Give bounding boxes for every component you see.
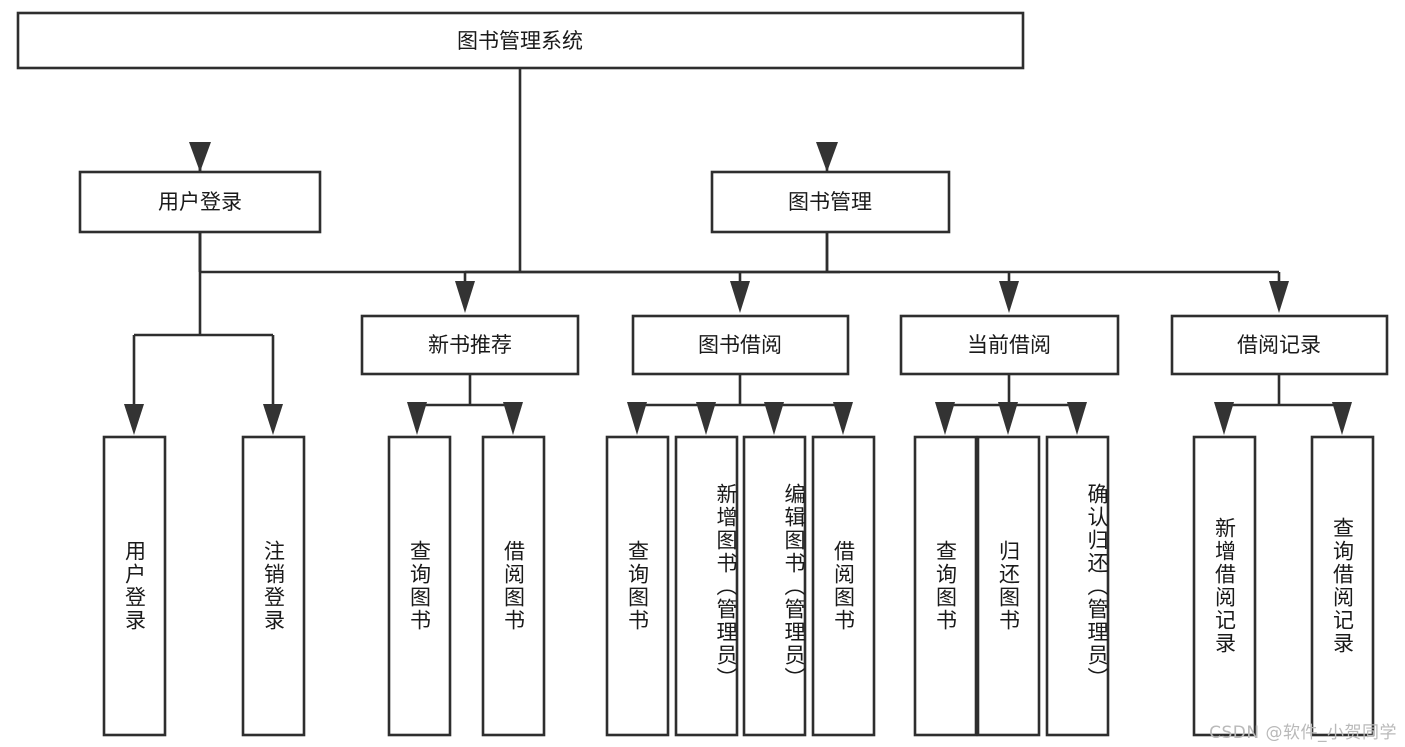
leaf-box-new-book-2[interactable] <box>481 435 546 737</box>
connectors-borrow-record-children <box>1214 375 1352 435</box>
leaf-box-book-borrow-2[interactable] <box>674 435 739 737</box>
arrowhead-nb-leaf-1 <box>407 402 427 435</box>
arrowhead-leaf-user-login-2 <box>263 404 283 435</box>
connectors-book-manage-children <box>455 232 1289 313</box>
connectors-user-login-children <box>124 232 283 435</box>
arrowhead-borrow-record <box>1269 281 1289 313</box>
leaf-boxes <box>102 435 1375 737</box>
arrowhead-cb-leaf-3 <box>1067 402 1087 435</box>
arrowhead-bb-leaf-1 <box>627 402 647 435</box>
node-new-book-recommend-label: 新书推荐 <box>428 333 512 357</box>
node-new-book-recommend-box[interactable] <box>360 314 580 376</box>
arrowhead-cb-leaf-1 <box>935 402 955 435</box>
leaf-box-current-borrow-1[interactable] <box>913 435 978 737</box>
leaf-box-book-borrow-4[interactable] <box>811 435 876 737</box>
leaf-box-user-login-2[interactable] <box>241 435 306 737</box>
leaf-box-borrow-record-2[interactable] <box>1310 435 1375 737</box>
node-current-borrow[interactable]: 当前借阅 <box>899 314 1120 376</box>
node-borrow-record[interactable]: 借阅记录 <box>1170 314 1389 376</box>
arrowhead-bb-leaf-4 <box>833 402 853 435</box>
arrowhead-current-borrow <box>999 281 1019 313</box>
leaf-box-user-login-1[interactable] <box>102 435 167 737</box>
node-book-manage[interactable]: 图书管理 <box>710 170 951 234</box>
leaf-box-current-borrow-3[interactable] <box>1045 435 1110 737</box>
connectors-new-book-children <box>407 375 523 435</box>
connectors-root-to-level2 <box>198 68 840 274</box>
leaf-box-new-book-1[interactable] <box>387 435 452 737</box>
arrowhead-br-leaf-2 <box>1332 402 1352 435</box>
arrowhead-leaf-user-login-1 <box>124 404 144 435</box>
arrowhead-book-manage <box>816 142 838 172</box>
node-root-box[interactable] <box>16 11 1025 70</box>
node-borrow-record-label: 借阅记录 <box>1237 333 1321 357</box>
arrowhead-cb-leaf-2 <box>998 402 1018 435</box>
arrowhead-new-book <box>455 281 475 313</box>
arrowhead-book-borrow <box>730 281 750 313</box>
arrowhead-bb-leaf-3 <box>764 402 784 435</box>
connectors-book-borrow-children <box>627 375 853 435</box>
arrowhead-br-leaf-1 <box>1214 402 1234 435</box>
node-user-login-box[interactable] <box>78 170 322 234</box>
leaf-box-current-borrow-2[interactable] <box>976 435 1041 737</box>
leaf-box-book-borrow-3[interactable] <box>742 435 807 737</box>
node-user-login[interactable]: 用户登录 <box>78 170 322 234</box>
node-user-login-label: 用户登录 <box>158 190 242 214</box>
node-root-label: 图书管理系统 <box>457 29 583 53</box>
node-borrow-record-box[interactable] <box>1170 314 1389 376</box>
node-book-manage-label: 图书管理 <box>788 190 872 214</box>
leaf-box-book-borrow-1[interactable] <box>605 435 670 737</box>
node-current-borrow-box[interactable] <box>899 314 1120 376</box>
node-book-borrow[interactable]: 图书借阅 <box>631 314 850 376</box>
arrowhead-nb-leaf-2 <box>503 402 523 435</box>
node-new-book-recommend[interactable]: 新书推荐 <box>360 314 580 376</box>
leaf-box-borrow-record-1[interactable] <box>1192 435 1257 737</box>
node-book-borrow-label: 图书借阅 <box>698 333 782 357</box>
watermark-text: CSDN @软件_小贺同学 <box>1209 723 1397 743</box>
node-book-manage-box[interactable] <box>710 170 951 234</box>
node-book-borrow-box[interactable] <box>631 314 850 376</box>
connectors-current-borrow-children <box>935 375 1087 435</box>
node-current-borrow-label: 当前借阅 <box>967 333 1051 357</box>
arrowhead-user-login <box>189 142 211 172</box>
node-root[interactable]: 图书管理系统 <box>16 11 1025 70</box>
arrowhead-bb-leaf-2 <box>696 402 716 435</box>
